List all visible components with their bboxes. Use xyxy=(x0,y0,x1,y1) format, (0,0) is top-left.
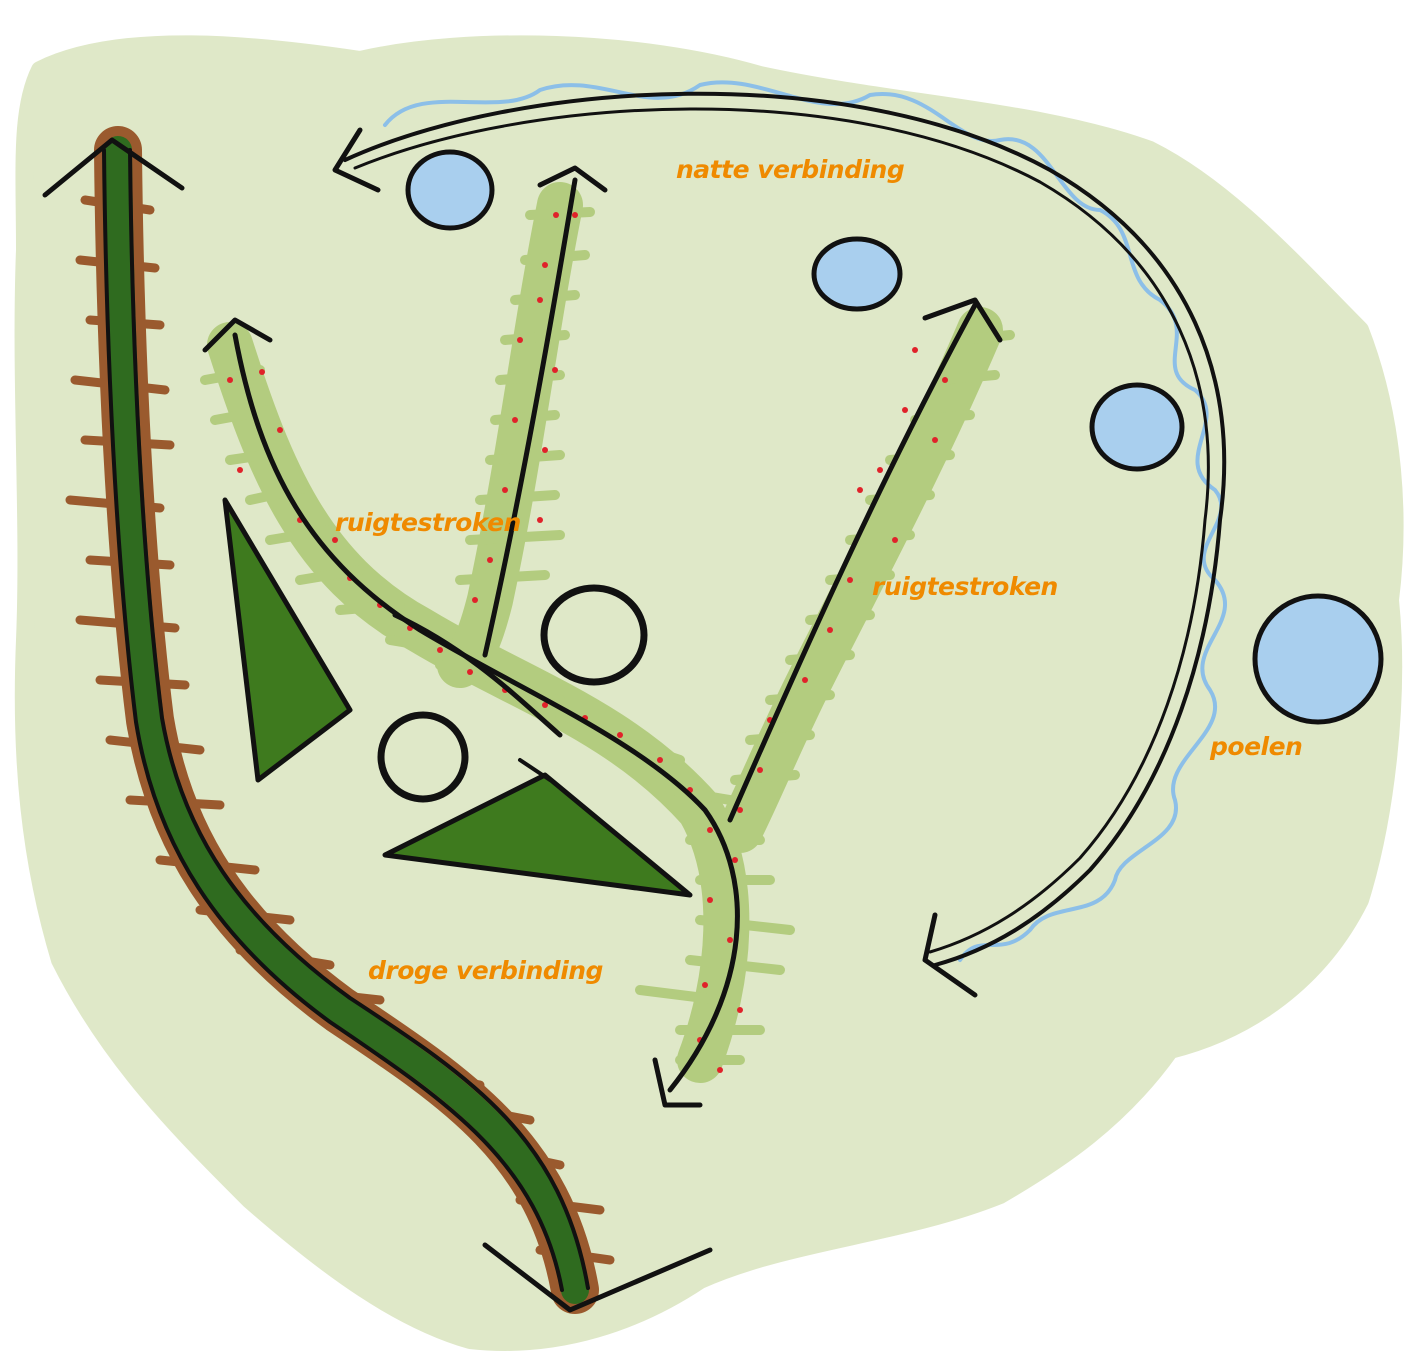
label-ruigtestroken-right: ruigtestroken xyxy=(872,572,1058,601)
label-ruigtestroken-left: ruigtestroken xyxy=(335,508,521,537)
label-poelen: poelen xyxy=(1209,732,1302,761)
label-natte-verbinding: natte verbinding xyxy=(676,155,905,184)
label-droge-verbinding: droge verbinding xyxy=(368,956,604,985)
